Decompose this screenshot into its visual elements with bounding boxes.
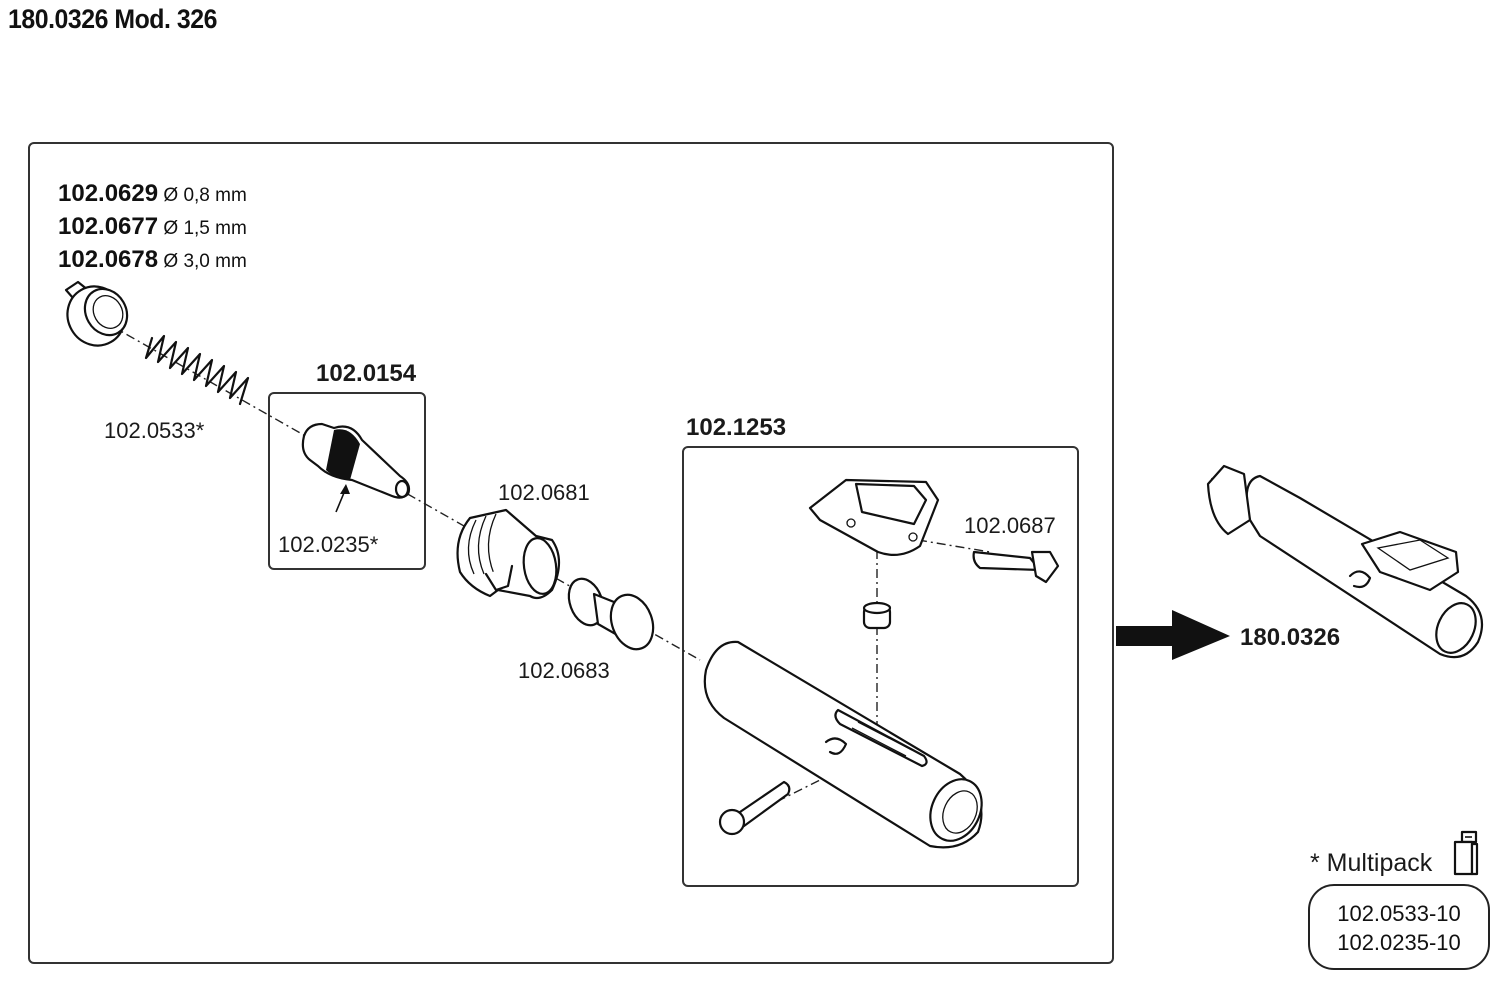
adapter-part-label: 102.0681: [498, 480, 590, 505]
page-title: 180.0326 Mod. 326: [8, 4, 217, 34]
needle-icon: [301, 422, 411, 513]
pin-icon: [718, 780, 791, 836]
nozzle-variant-size: Ø 3,0 mm: [163, 251, 247, 272]
right-arrow-icon: [1116, 610, 1230, 660]
valve-plug-part-label: 102.0683: [518, 658, 610, 683]
nozzle-variant: 102.0629 Ø 0,8 mm: [58, 180, 247, 208]
spring-part-label: 102.0533*: [104, 418, 205, 443]
package-icon: [1453, 830, 1479, 876]
screw-axis-line: [917, 539, 991, 553]
nozzle-variant: 102.0678 Ø 3,0 mm: [58, 246, 247, 274]
assembled-product-icon: [1206, 464, 1484, 659]
handle-assembly-part-label: 102.1253: [686, 414, 787, 441]
handle-body-icon: [703, 640, 983, 849]
needle-assembly-frame: [268, 392, 426, 570]
multipack-box: 102.0533-10 102.0235-10: [1308, 884, 1490, 970]
multipack-label: * Multipack: [1310, 849, 1433, 877]
spring-icon: [144, 334, 250, 406]
multipack-item: 102.0533-10: [1337, 901, 1461, 926]
result-part-label: 180.0326: [1240, 624, 1341, 651]
trigger-icon: [808, 478, 940, 557]
nozzle-icon: [64, 280, 129, 347]
screw-icon: [972, 550, 1060, 584]
handle-assembly-frame: [682, 446, 1079, 887]
nozzle-variant-code: 102.0629: [58, 180, 159, 207]
pellet-icon: [862, 601, 892, 630]
needle-seal-part-label: 102.0235*: [278, 532, 379, 557]
exploded-view-frame: [28, 142, 1114, 964]
needle-assembly-part-label: 102.0154: [316, 360, 417, 387]
nozzle-variant-size: Ø 0,8 mm: [163, 185, 247, 206]
nozzle-variant-code: 102.0677: [58, 213, 159, 240]
nozzle-variant: 102.0677 Ø 1,5 mm: [58, 213, 247, 241]
screw-part-label: 102.0687: [964, 513, 1056, 538]
multipack-item: 102.0235-10: [1337, 930, 1461, 955]
valve-plug-icon: [567, 577, 655, 651]
nozzle-variant-code: 102.0678: [58, 246, 159, 273]
nozzle-variant-size: Ø 1,5 mm: [163, 218, 247, 239]
adapter-icon: [456, 508, 561, 600]
